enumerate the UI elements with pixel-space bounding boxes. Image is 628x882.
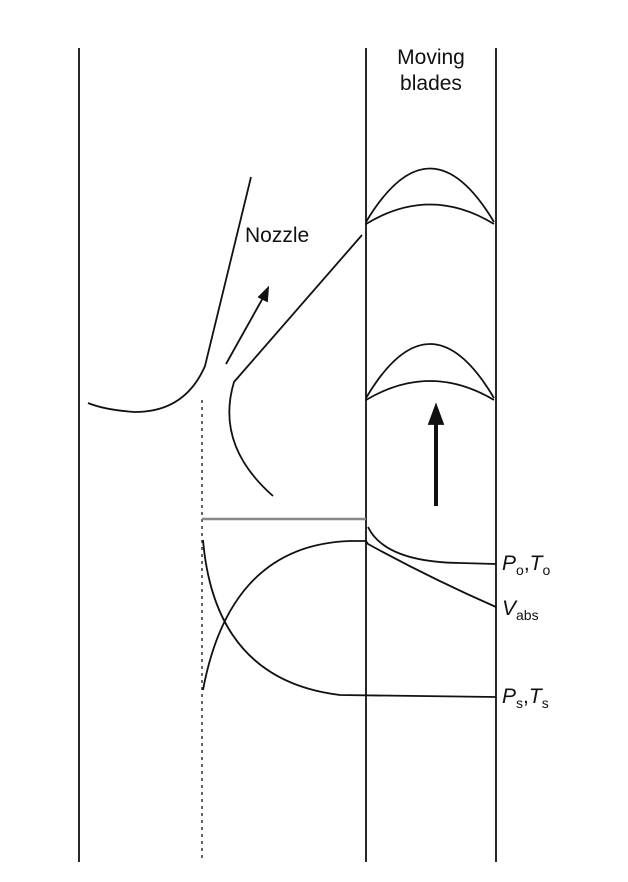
t-symbol: T [528, 685, 542, 708]
p-symbol: P [502, 685, 517, 708]
blade-motion-arrow-head-icon [427, 402, 445, 425]
moving-blades-label: Moving blades [366, 45, 496, 97]
static-pressure-curve [202, 539, 497, 698]
p-subscript: s [516, 695, 524, 711]
separator: , [523, 552, 530, 575]
flow-direction-arrow [225, 295, 265, 365]
t-symbol: T [529, 552, 543, 575]
velocity-label: Vabs [502, 598, 539, 622]
t-subscript: s [541, 695, 549, 711]
upper-blade [365, 167, 495, 225]
stagnation-pressure-curve [367, 526, 497, 565]
v-subscript: abs [516, 607, 539, 623]
separator: , [523, 685, 529, 708]
static-label: Ps,Ts [502, 686, 549, 710]
t-subscript: o [542, 562, 551, 578]
nozzle-upper-wall [87, 176, 252, 413]
stagnation-label: Po,To [502, 553, 550, 577]
absolute-velocity-curve [202, 540, 497, 691]
lower-blade [365, 343, 495, 401]
p-symbol: P [502, 552, 517, 575]
moving-blades-line-2: blades [400, 72, 462, 95]
flow-arrow-head-icon [257, 285, 270, 303]
nozzle-lower-wall [228, 234, 363, 497]
v-symbol: V [502, 597, 517, 620]
nozzle-label: Nozzle [245, 224, 310, 247]
p-subscript: o [516, 562, 524, 578]
moving-blades-line-1: Moving [397, 46, 465, 69]
